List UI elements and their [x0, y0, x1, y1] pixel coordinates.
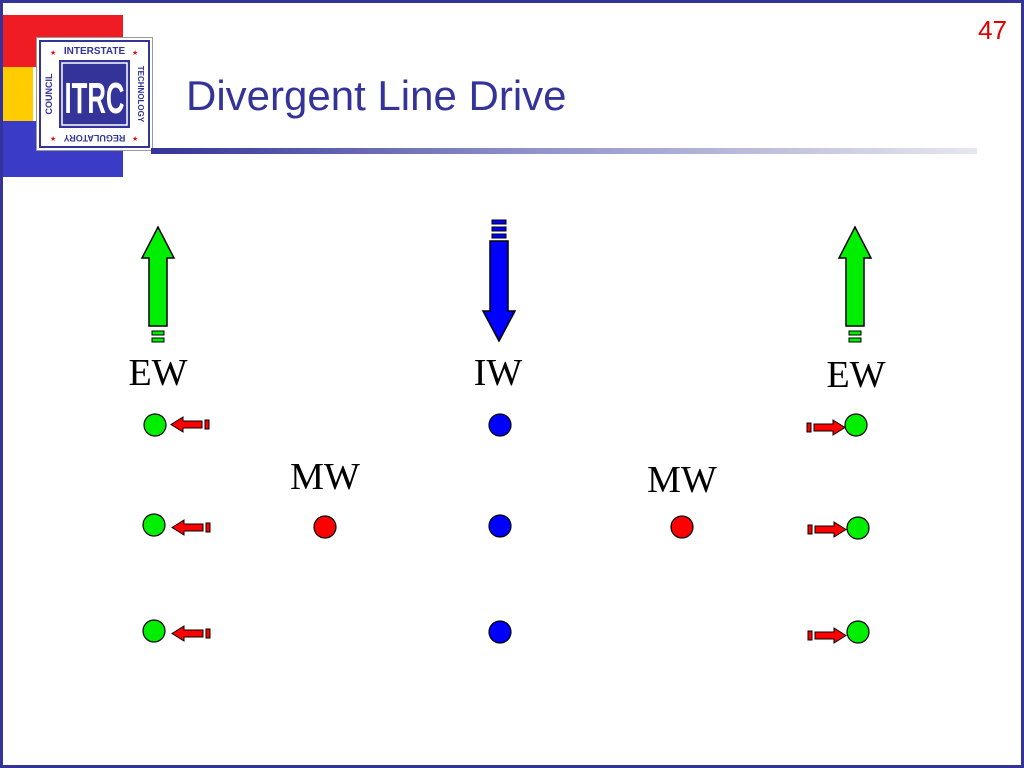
extraction-well	[142, 619, 166, 643]
logo-star-icon: ★	[132, 49, 138, 57]
itrc-logo: ITRC INTERSTATE REGULATORY COUNCIL TECHN…	[36, 37, 153, 151]
flow-left-arrow-icon	[171, 625, 211, 642]
extraction-well	[844, 413, 868, 437]
monitoring-well	[313, 515, 337, 539]
flow-down-arrow-icon	[481, 219, 517, 343]
logo-top-text: INTERSTATE	[64, 46, 126, 57]
monitoring-well-label: MW	[647, 459, 717, 501]
extraction-well	[846, 620, 870, 644]
extraction-well	[142, 513, 166, 537]
decor-yellow-block	[3, 67, 33, 121]
logo-right-text: TECHNOLOGY	[136, 66, 145, 123]
injection-well	[488, 514, 512, 538]
page-number: 47	[978, 15, 1007, 45]
monitoring-well-label: MW	[290, 456, 360, 498]
monitoring-well	[670, 515, 694, 539]
flow-up-arrow-icon	[140, 225, 176, 343]
flow-left-arrow-icon	[170, 416, 210, 433]
flow-up-arrow-icon	[837, 225, 873, 343]
extraction-well-label: EW	[128, 352, 187, 394]
flow-right-arrow-icon	[806, 419, 846, 436]
extraction-well-label: EW	[826, 354, 885, 396]
flow-right-arrow-icon	[807, 627, 847, 644]
injection-well-label: IW	[474, 352, 523, 394]
flow-right-arrow-icon	[807, 521, 847, 538]
logo-star-icon: ★	[50, 135, 56, 143]
extraction-well	[143, 413, 167, 437]
itrc-logo-graphic: ITRC INTERSTATE REGULATORY COUNCIL TECHN…	[39, 40, 150, 148]
flow-left-arrow-icon	[171, 519, 211, 536]
injection-well	[488, 413, 512, 437]
well-layout-diagram: EW MW IW MW EW	[128, 219, 886, 644]
slide-title: Divergent Line Drive	[186, 72, 567, 119]
extraction-well	[846, 516, 870, 540]
injection-well	[488, 620, 512, 644]
title-underline	[151, 148, 977, 154]
logo-left-text: COUNCIL	[44, 73, 54, 114]
logo-bottom-text: REGULATORY	[64, 133, 126, 143]
logo-star-icon: ★	[132, 135, 138, 143]
logo-center-text: ITRC	[65, 74, 125, 123]
logo-star-icon: ★	[50, 49, 56, 57]
